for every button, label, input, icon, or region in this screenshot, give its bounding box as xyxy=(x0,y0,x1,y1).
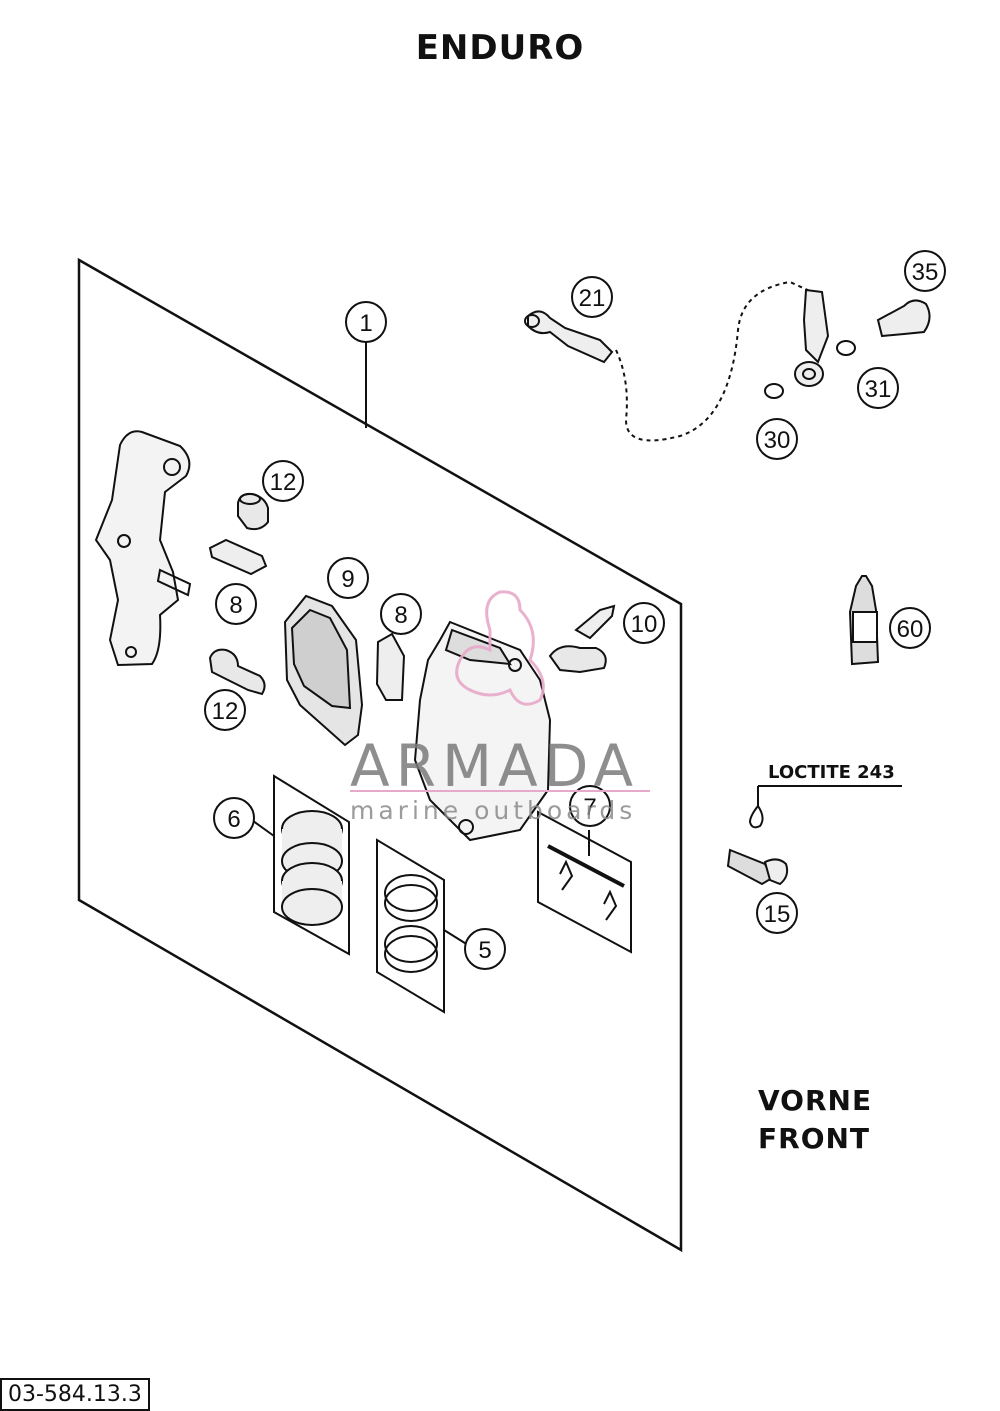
callout-number: 35 xyxy=(912,259,939,286)
watermark-brand: ARMADA xyxy=(350,732,640,800)
callout-circle xyxy=(756,418,798,460)
bleeder-valve-part xyxy=(548,604,616,674)
callout-circle xyxy=(327,557,369,599)
callout-number: 8 xyxy=(229,592,242,619)
callout-number: 21 xyxy=(579,285,606,312)
callout-number: 12 xyxy=(212,698,239,725)
callout-circles xyxy=(204,250,946,970)
callout-numbers: 1 21 35 31 30 12 8 9 8 10 12 60 6 7 5 15 xyxy=(212,259,939,964)
callout-circle xyxy=(889,607,931,649)
watermark-tagline: marine outboards xyxy=(350,796,637,825)
loctite-label: LOCTITE 243 xyxy=(768,762,895,783)
callout-number: 31 xyxy=(865,376,892,403)
callout-number: 5 xyxy=(478,937,491,964)
callout-number: 30 xyxy=(764,427,791,454)
piston-kit xyxy=(248,774,350,956)
pad-retaining-plate xyxy=(375,632,406,701)
callout-number: 1 xyxy=(359,310,372,337)
callout-circle xyxy=(904,250,946,292)
watermark-divider xyxy=(350,790,650,792)
document-number: 03-584.13.3 xyxy=(0,1378,150,1411)
callout-circle xyxy=(345,301,387,343)
callout-circle xyxy=(213,797,255,839)
sealing-washer xyxy=(764,383,784,399)
callout-circle xyxy=(569,785,611,827)
callout-circle xyxy=(380,593,422,635)
guide-pin-part xyxy=(208,648,266,696)
callout-number: 15 xyxy=(764,901,791,928)
front-label-de: VORNE xyxy=(758,1084,873,1117)
callout-circle xyxy=(571,276,613,318)
callout-circle xyxy=(464,928,506,970)
callout-number: 12 xyxy=(270,469,297,496)
callout-number: 6 xyxy=(227,806,240,833)
brake-hose xyxy=(524,280,830,442)
callout-number: 10 xyxy=(631,611,658,638)
callout-number: 7 xyxy=(583,794,596,821)
callout-circle xyxy=(215,583,257,625)
banjo-bolt-part xyxy=(876,299,931,338)
callout-number: 8 xyxy=(394,602,407,629)
caliper-mounting-bolt xyxy=(726,785,902,886)
callout-circle xyxy=(857,367,899,409)
callout-number: 9 xyxy=(341,566,354,593)
caliper-kit-panel xyxy=(77,257,683,1253)
pin-clip-kit xyxy=(537,810,632,954)
brake-pad xyxy=(283,594,364,747)
front-label-en: FRONT xyxy=(758,1122,871,1155)
callout-circle xyxy=(262,460,304,502)
callout-circle xyxy=(756,892,798,934)
pad-spring-clip xyxy=(208,538,268,576)
loctite-bottle xyxy=(848,575,880,666)
callout-number: 60 xyxy=(897,616,924,643)
seal-kit xyxy=(376,838,469,1014)
callout-circle xyxy=(204,689,246,731)
bushing-part xyxy=(237,492,269,531)
watermark-logo-icon xyxy=(455,590,545,706)
caliper-bracket xyxy=(94,430,192,667)
page-title: ENDURO xyxy=(415,28,585,68)
sealing-washer xyxy=(836,340,856,356)
callout-circle xyxy=(623,602,665,644)
